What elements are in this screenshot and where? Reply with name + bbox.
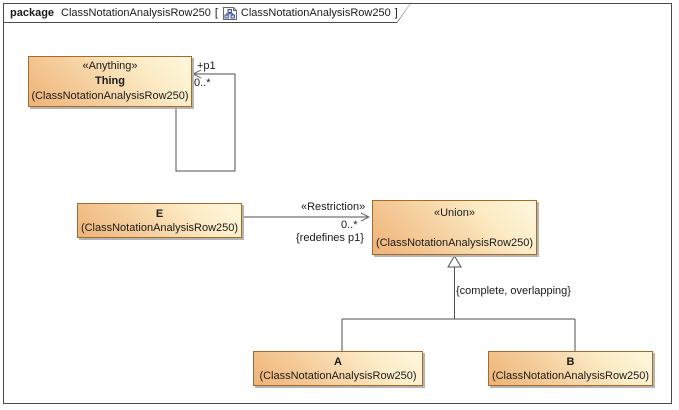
class-name: B [566,356,575,368]
restriction-multiplicity-label[interactable]: 0..* [341,219,358,231]
class-diagram-icon [222,6,238,21]
class-node-b[interactable]: B (ClassNotationAnalysisRow250) [488,351,653,386]
owner-package-label: (ClassNotationAnalysisRow250) [80,222,239,234]
diagram-package-name: ClassNotationAnalysisRow250 [61,7,211,19]
class-node-e[interactable]: E (ClassNotationAnalysisRow250) [77,203,242,238]
class-node-thing[interactable]: «Anything» Thing (ClassNotationAnalysisR… [28,56,192,107]
self-association-edge-p1[interactable] [175,69,236,172]
restriction-edge[interactable] [243,212,371,222]
diagram-name: ClassNotationAnalysisRow250 [240,7,391,19]
diagram-tab-content: package ClassNotationAnalysisRow250 [ Cl… [4,4,410,22]
class-name: E [155,208,164,220]
class-node-union[interactable]: «Union» (ClassNotationAnalysisRow250) [372,200,537,255]
diagram-kind-label: package [10,7,55,19]
generalization-constraint-label[interactable]: {complete, overlapping} [456,285,571,297]
redefines-constraint-label[interactable]: {redefines p1} [296,232,364,244]
owner-package-label: (ClassNotationAnalysisRow250) [259,370,417,382]
class-name: A [334,356,342,368]
diagram-tab: package ClassNotationAnalysisRow250 [ Cl… [3,3,411,23]
owner-package-label: (ClassNotationAnalysisRow250) [375,237,534,249]
bracket-open: [ [214,7,218,19]
restriction-stereotype-label[interactable]: «Restriction» [301,201,366,213]
stereotype-label: «Union» [434,207,475,219]
owner-package-label: (ClassNotationAnalysisRow250) [31,90,189,102]
bracket-close: ] [394,7,398,19]
class-name: Thing [95,75,125,87]
association-multiplicity-label[interactable]: 0..* [194,77,211,89]
owner-package-label: (ClassNotationAnalysisRow250) [491,370,650,382]
class-node-a[interactable]: A (ClassNotationAnalysisRow250) [253,351,423,386]
stereotype-label: «Anything» [82,60,138,72]
association-role-label[interactable]: +p1 [197,60,216,72]
